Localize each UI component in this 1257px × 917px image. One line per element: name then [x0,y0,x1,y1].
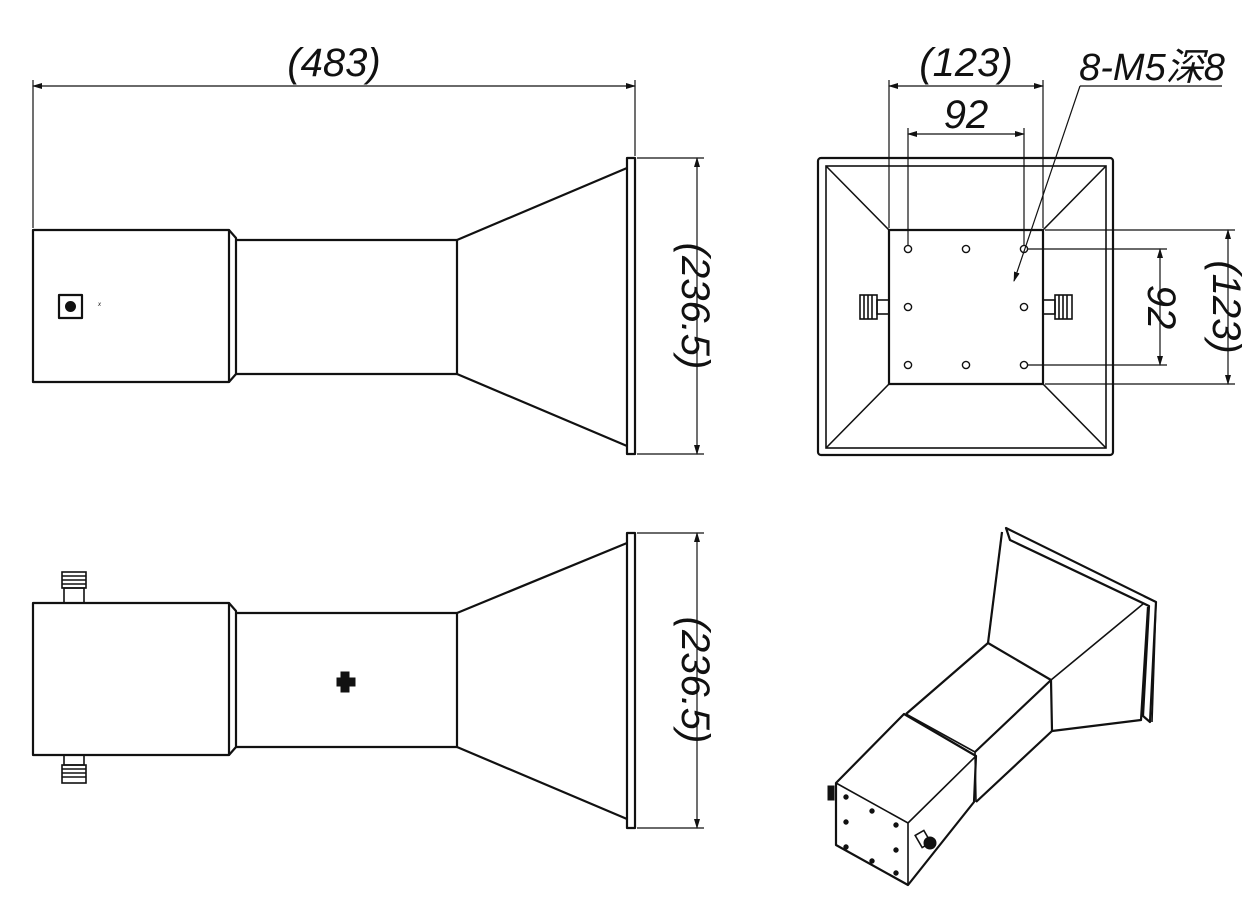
connector-port [57,293,84,320]
aperture-flange-bottom [625,531,637,830]
dimension-aperture-height-bottom-label: (236.5) [673,617,717,744]
horn-taper-lines [825,165,1107,449]
dimension-hole-spacing-vertical: 92 [1028,248,1183,366]
end-view: (123) 92 92 (123) 8-M5深8 [816,41,1248,457]
iso-connector-right [914,829,937,850]
hole-callout-label: 8-M5深8 [1079,47,1225,89]
adapter-box-bottom [31,601,231,757]
iso-aperture-flange [1004,526,1158,724]
mounting-hole [961,360,971,370]
end-flange-inner [825,165,1107,449]
end-flange-outer [816,156,1115,457]
adapter-step [228,229,238,383]
bottom-view: (236.5) [31,531,717,830]
mounting-hole [1019,360,1029,370]
horn-flare [456,166,628,448]
mounting-hole [903,302,913,312]
hole-callout: 8-M5深8 [1013,47,1225,282]
horn-flare-bottom [456,541,628,821]
dimension-aperture-height-bottom: (236.5) [637,532,717,829]
iso-horn-body [986,531,1150,733]
left-connector [859,294,890,320]
dimension-hole-spacing-horizontal: 92 [907,93,1025,245]
iso-face-holes [843,794,899,876]
dimension-flange-width-label: (123) [919,41,1012,85]
mounting-hole [903,360,913,370]
connector-port-center [65,301,76,312]
waveguide-section [236,238,459,376]
adapter-box [31,228,231,384]
isometric-view [827,526,1158,887]
iso-waveguide [905,642,1053,803]
dimension-hole-spacing-vertical-label: 92 [1139,285,1183,330]
mounting-holes [903,244,1029,370]
top-connector [61,571,87,604]
dimension-aperture-height: (236.5) [637,157,717,455]
waveguide-section-bottom [236,611,459,749]
mounting-hole [1019,302,1029,312]
dimension-flange-height: (123) [1045,229,1248,385]
dimension-overall-length: (483) [32,41,636,228]
iso-adapter-box [834,712,978,887]
mounting-hole [961,244,971,254]
front-view: x (483) (236.5) [31,41,717,456]
dimension-flange-width: (123) [888,41,1044,228]
svg-text:x: x [97,302,102,308]
mounting-hole [903,244,913,254]
adapter-step-bottom [228,602,238,756]
dimension-hole-spacing-horizontal-label: 92 [944,93,989,137]
iso-connector-left [827,785,835,801]
dimension-overall-length-label: (483) [287,41,380,85]
dimension-aperture-height-label: (236.5) [673,243,717,370]
bottom-connector [61,754,87,784]
center-mark-symbol [336,671,356,693]
dimension-flange-height-label: (123) [1204,260,1248,353]
aperture-flange [625,156,637,456]
right-connector [1042,294,1073,320]
